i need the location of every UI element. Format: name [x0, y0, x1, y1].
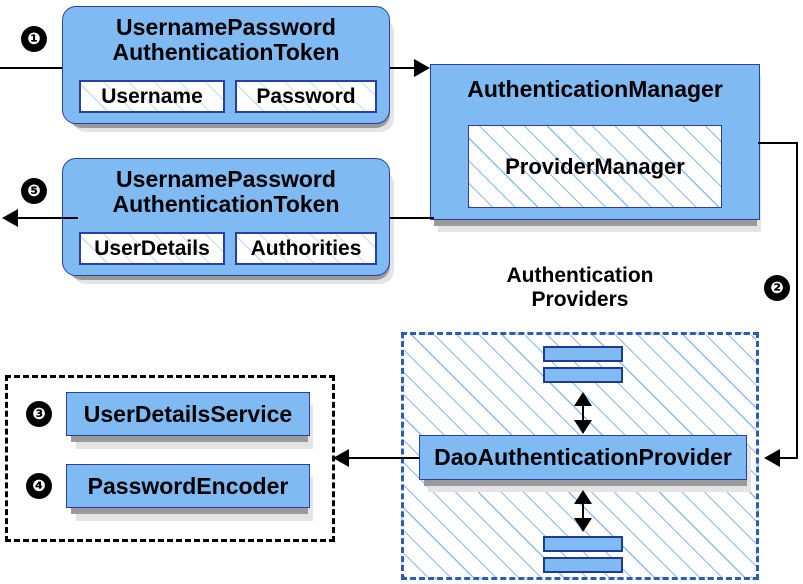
- step-marker-1-label: ❶: [27, 29, 41, 48]
- step-marker-3: ❸: [26, 401, 52, 427]
- request-to-manager-arrowhead: [414, 59, 430, 77]
- collaborators-container: [5, 375, 335, 542]
- other-provider-bar-top-2[interactable]: [543, 367, 623, 383]
- request-token-field-username-label: Username: [101, 84, 203, 108]
- passwordencoder-label: PasswordEncoder: [87, 472, 289, 499]
- provider-chain-line-bottom: [582, 496, 584, 522]
- response-token-field-authorities[interactable]: Authorities: [235, 232, 377, 265]
- provider-chain-arrow-down-top: [574, 420, 592, 434]
- passwordencoder-box[interactable]: PasswordEncoder: [66, 464, 310, 508]
- step-marker-5: ❺: [21, 178, 47, 204]
- dao-authentication-provider-box[interactable]: DaoAuthenticationProvider: [419, 435, 747, 480]
- request-token-title-line2: AuthenticationToken: [112, 38, 340, 65]
- step-marker-1: ❶: [21, 26, 47, 52]
- step-marker-2: ❷: [764, 275, 790, 301]
- request-inbound-line: [0, 67, 78, 69]
- step-marker-3-label: ❸: [32, 404, 46, 423]
- provider-manager-box[interactable]: ProviderManager: [468, 125, 722, 208]
- userdetailsservice-box[interactable]: UserDetailsService: [66, 392, 310, 436]
- step-marker-2-label: ❷: [770, 278, 784, 297]
- authentication-providers-label-line1: Authentication: [506, 264, 654, 287]
- dao-authentication-provider-label: DaoAuthenticationProvider: [434, 444, 732, 471]
- authentication-providers-label: Authentication Providers: [460, 264, 700, 311]
- request-token-box[interactable]: UsernamePassword AuthenticationToken: [62, 6, 390, 124]
- dao-to-collaborators-arrowhead: [333, 449, 349, 467]
- step-marker-4: ❹: [26, 473, 52, 499]
- authentication-providers-label-line2: Providers: [531, 287, 629, 311]
- other-provider-bar-bottom-2[interactable]: [543, 557, 623, 573]
- other-provider-bar-top-1[interactable]: [543, 346, 623, 362]
- request-to-manager-line: [390, 67, 426, 69]
- request-token-field-password[interactable]: Password: [235, 80, 377, 113]
- manager-to-response-line: [390, 217, 434, 219]
- authentication-manager-title: AuthenticationManager: [467, 76, 723, 102]
- provider-chain-line-top: [582, 398, 584, 424]
- provider-chain-arrow-down-bottom: [574, 518, 592, 532]
- other-provider-bar-bottom-1[interactable]: [543, 536, 623, 552]
- dao-to-collaborators-line: [348, 457, 420, 459]
- response-outbound-arrowhead: [2, 209, 18, 227]
- response-token-field-userdetails-label: UserDetails: [94, 236, 210, 260]
- response-outbound-line: [16, 217, 78, 219]
- response-token-field-authorities-label: Authorities: [250, 236, 362, 260]
- step-marker-5-label: ❺: [27, 181, 41, 200]
- manager-to-provider-arrowhead: [764, 449, 780, 467]
- request-token-field-username[interactable]: Username: [79, 80, 225, 113]
- response-token-field-userdetails[interactable]: UserDetails: [79, 232, 225, 265]
- provider-manager-label: ProviderManager: [505, 153, 685, 179]
- userdetailsservice-label: UserDetailsService: [83, 400, 293, 427]
- manager-to-provider-line-top: [758, 142, 798, 144]
- manager-to-provider-line-bottom: [778, 457, 798, 459]
- response-token-title-line1: UsernamePassword: [116, 166, 336, 192]
- request-token-title-line1: UsernamePassword: [116, 14, 336, 40]
- request-token-field-password-label: Password: [256, 84, 356, 108]
- manager-to-provider-line-vertical: [796, 142, 798, 459]
- step-marker-4-label: ❹: [32, 476, 46, 495]
- response-token-title-line2: AuthenticationToken: [112, 190, 340, 217]
